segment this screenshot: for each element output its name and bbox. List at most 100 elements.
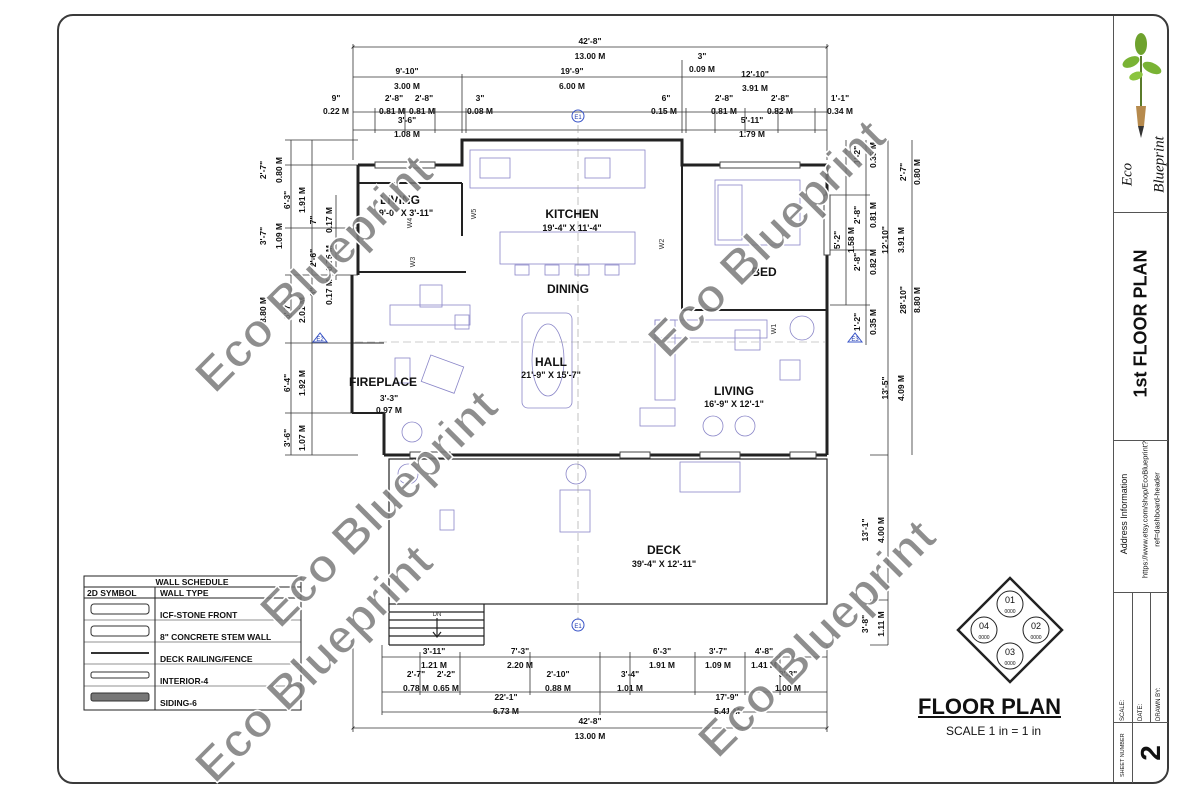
dim-top-d2-met: 6.00 M [559,81,585,91]
dim-bottom-d-imp: 3'-7" [709,646,727,656]
dim-left-a-imp: 2'-7" [258,161,268,179]
bottom-dimension-labels: 3'-11" 1.21 M 7'-3" 2.20 M 6'-3" 1.91 M … [403,646,801,741]
elevation-marker-e1-bottom [571,618,585,632]
dim-left-e-imp: 2'-6" [308,249,318,267]
dim-bottom-c-imp: 6'-3" [653,646,671,656]
stair-down-label: DN [433,612,442,618]
deck-seating [679,461,741,493]
bottom-dimensions [351,645,829,732]
dim-right-j-met: 4.00 M [876,517,886,543]
dim-left-b-imp: 6'-3" [282,191,292,209]
dim-top-r7-imp: 2'-8" [771,93,789,103]
furniture-layer [389,149,815,533]
dim-left-a-met: 0.80 M [274,157,284,183]
shop-url-line2: ref=dashboard-header [1152,472,1162,547]
centerlines [355,125,825,620]
view-key-03: 03 [1005,647,1015,657]
wall-schedule-col-type: WALL TYPE [160,588,209,598]
view-key-04: 04 [979,621,989,631]
wall-schedule: WALL SCHEDULE 2D SYMBOL WALL TYPE ICF-ST… [83,575,302,711]
dim-right-d-met: 0.82 M [868,249,878,275]
dim-right-k-imp: 3'-8" [860,615,870,633]
left-dimension-labels: 2'-7" 0.80 M 6'-3" 1.91 M 3'-7" 1.09 M 7… [258,157,334,451]
dim-right-f-met: 0.80 M [912,159,922,185]
dim-top-r8-met: 0.34 M [827,106,853,116]
deck-frame [388,458,828,605]
bed-frame [714,179,801,246]
dim-top-s1-met: 1.08 M [394,129,420,139]
wall-type-row: INTERIOR-4 [160,676,208,686]
room-labels: LIVING 9'-0" X 3'-11" KITCHEN 19'-4" X 1… [349,193,777,569]
room-hall-size: 21'-9" X 15'-7" [521,370,581,380]
dim-top-r6-met: 0.81 M [711,106,737,116]
dim-left-i-met: 1.07 M [297,425,307,451]
dim-top-r2-imp: 2'-8" [385,93,403,103]
dim-right-k-met: 1.11 M [876,611,886,637]
dim-top-r4-met: 0.08 M [467,106,493,116]
view-key-03-code: 0000 [1004,661,1015,667]
logo-text-line2: Blueprint [1151,136,1168,193]
window-tag-w3: W3 [410,257,417,268]
plant-icon [565,463,587,485]
dim-right-a-met: 0.35 M [868,142,878,168]
elevation-label-e2: E2 [316,337,324,343]
dim-bottom-a-imp: 3'-11" [423,646,446,656]
dim-top-overall-met: 13.00 M [575,51,606,61]
dim-top-s2-met: 1.79 M [739,129,765,139]
kitchen-island [499,231,636,265]
dim-left-overall-met: 8.80 M [258,297,268,323]
dim-left-h-met: 1.92 M [297,370,307,396]
dim-top-r2-met: 0.81 M [379,106,405,116]
sheet-title-cell: 1st FLOOR PLAN [1114,212,1168,440]
top-dimensions [351,44,829,160]
dim-right-b-imp: 2'-8" [852,206,862,224]
markers: W4 W5 W3 W2 W1 [407,209,778,335]
dim-right-g-met: 3.91 M [896,227,906,253]
room-deck-size: 39'-4" X 12'-11" [632,559,696,569]
dim-bottom-d-met: 1.09 M [705,660,731,670]
dim-right-i-met: 4.09 M [896,375,906,401]
right-dimension-labels: 1'-2" 0.35 M 2'-8" 0.81 M 5'-2" 1.58 M 2… [832,142,922,637]
sheet-border [57,14,1169,784]
dim-left-b-met: 1.91 M [297,187,307,213]
dim-top-d1-met: 3.00 M [394,81,420,91]
dim-top-r1-met: 0.22 M [323,106,349,116]
dim-right-e-met: 0.35 M [868,309,878,335]
window-tag-w4: W4 [407,218,414,229]
room-dining-name: DINING [547,282,589,296]
view-key-02: 02 [1031,621,1041,631]
room-living-name: LIVING [714,384,754,398]
dim-bottom-j-met: 1.00 M [775,683,801,693]
date-label: DATE: [1138,703,1144,721]
top-dimension-labels: 42'-8" 13.00 M 9'-10" 3.00 M 19'-9" 6.00… [323,36,853,139]
windows [374,161,831,459]
dim-right-e-imp: 1'-2" [852,313,862,331]
sheet-number: 2 [1135,745,1166,761]
dim-right-c-met: 1.58 M [846,227,856,253]
view-key-01-code: 0000 [1004,609,1015,615]
wall-type-row: 8" CONCRETE STEM WALL [160,632,271,642]
dim-bottom-g-imp: 2'-2" [437,669,455,679]
dim-bottom-i-imp: 3'-4" [621,669,639,679]
logo-text-line1: Eco [1119,162,1136,187]
dim-bottom-f-imp: 2'-7" [407,669,425,679]
dim-left-c-met: 1.09 M [274,223,284,249]
dim-bottom-k-met: 6.73 M [493,706,519,716]
dim-bottom-l-met: 5.41 M [714,706,740,716]
dim-top-d3-met: 0.09 M [689,64,715,74]
deck-outline [388,458,828,646]
title-block: Eco Blueprint 1st FLOOR PLAN Address Inf… [1113,16,1168,783]
room-living-small-name: LIVING [380,193,420,207]
elevation-marker-e1-top [571,109,585,123]
plant-icon [789,315,815,341]
dim-left-i-imp: 3'-6" [282,429,292,447]
room-living-small-size: 9'-0" X 3'-11" [379,208,433,218]
deck-bench [559,489,591,533]
watermark-text: Eco Blueprint [688,510,946,768]
dim-right-a-imp: 1'-2" [852,146,862,164]
room-living-size: 16'-9" X 12'-1" [704,399,764,409]
room-kitchen-size: 19'-4" X 11'-4" [542,223,601,233]
dim-left-e-met: 0.75 M [324,245,334,271]
logo-sprout-icon [1122,33,1162,138]
dim-top-d2-imp: 19'-9" [560,66,583,76]
